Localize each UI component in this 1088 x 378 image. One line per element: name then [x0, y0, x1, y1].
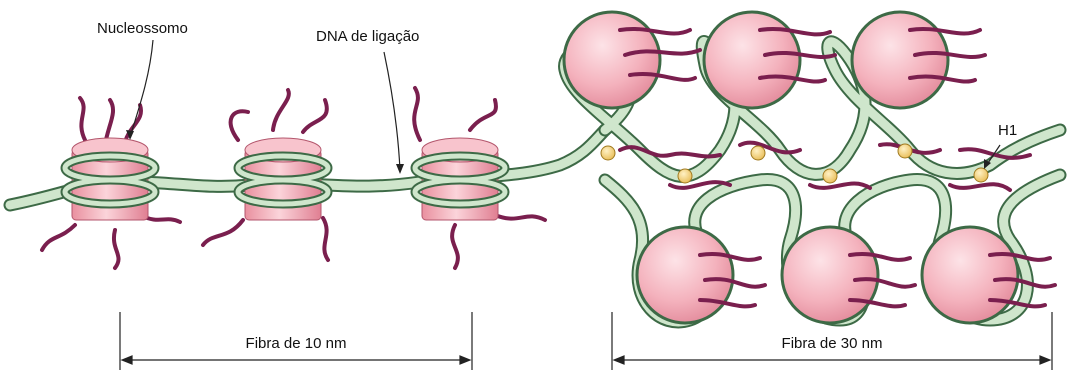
h1-bead	[601, 146, 615, 160]
bottom-histone-row	[637, 227, 1018, 323]
h1-bead	[898, 144, 912, 158]
histone-sphere-bottom-1	[637, 227, 733, 323]
h1-bead	[823, 169, 837, 183]
top-histone-row	[564, 12, 948, 108]
nucleosome-label: Nucleossomo	[97, 20, 188, 37]
linker-dna-leader	[384, 52, 400, 170]
h1-bead	[751, 146, 765, 160]
histone-sphere-top-3	[852, 12, 948, 108]
fiber-30nm-label: Fibra de 30 nm	[782, 335, 883, 352]
histone-sphere-bottom-3	[922, 227, 1018, 323]
histone-sphere-top-1	[564, 12, 660, 108]
h1-bead	[974, 168, 988, 182]
fiber-10nm-label: Fibra de 10 nm	[246, 335, 347, 352]
nucleosome-2	[203, 90, 328, 260]
h1-bead	[678, 169, 692, 183]
h1-label: H1	[998, 122, 1017, 139]
nucleosome-leader	[130, 40, 153, 137]
histone-sphere-top-2	[704, 12, 800, 108]
linker-dna-label: DNA de ligação	[316, 28, 419, 45]
histone-sphere-bottom-2	[782, 227, 878, 323]
